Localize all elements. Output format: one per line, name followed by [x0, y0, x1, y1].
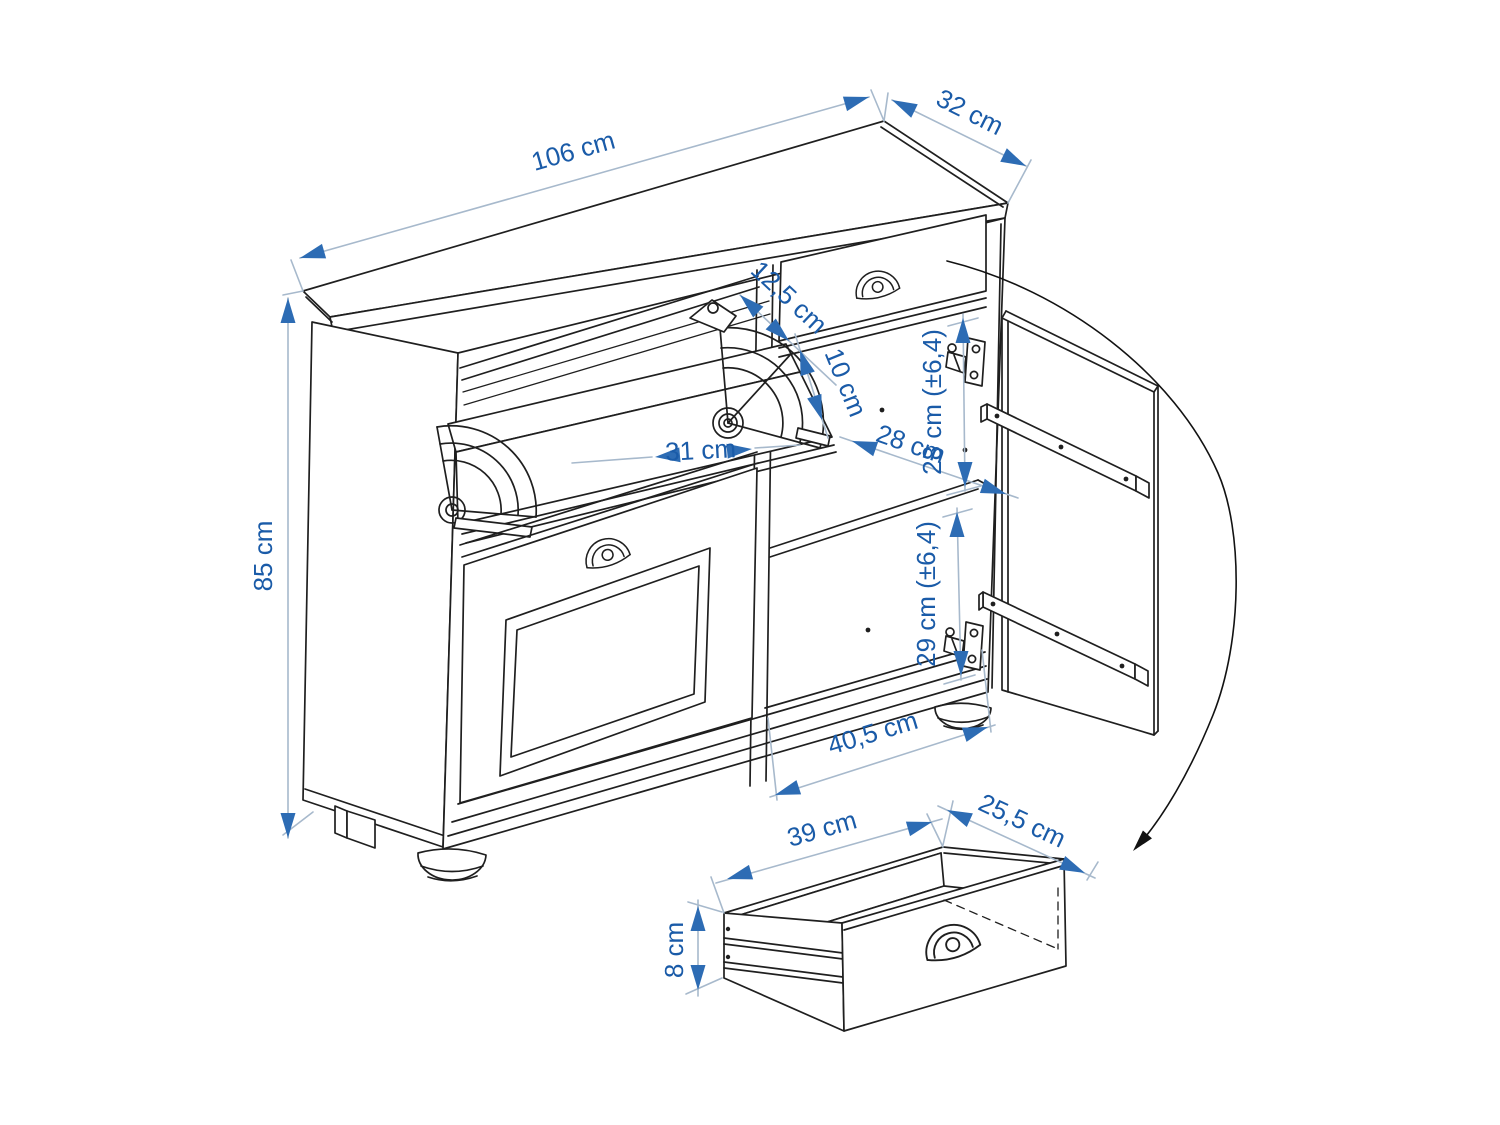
- dim-flap-width: 31 cm: [571, 433, 801, 467]
- flap-closed: [459, 451, 759, 804]
- dim-label-height: 85 cm: [248, 521, 278, 592]
- dim-label-upper-section-height: 28 cm (±6,4): [917, 329, 947, 475]
- back-block-foot: [334, 805, 376, 849]
- interior-shelf: [764, 407, 1001, 709]
- cabinet-base: [334, 702, 992, 882]
- front-left-bun-foot: [417, 848, 487, 882]
- dim-label-drawer-depth: 25,5 cm: [974, 787, 1071, 853]
- shoe-rack-fan-left: [436, 424, 538, 538]
- dim-label-top-depth: 32 cm: [932, 83, 1009, 141]
- door-rail-bottom: [978, 591, 1149, 687]
- front-right-bun-foot: [934, 702, 992, 731]
- dim-label-flap-width: 31 cm: [664, 433, 736, 467]
- dim-label-lower-section-height: 29 cm (±6,4): [911, 521, 941, 667]
- door-rail-top: [980, 403, 1150, 499]
- dim-drawer-depth: 25,5 cm: [937, 787, 1099, 881]
- cabinet-left-side: [302, 321, 459, 848]
- cabinet: [302, 120, 1237, 882]
- detached-drawer: [723, 846, 1067, 1032]
- dim-label-drawer-height: 8 cm: [659, 922, 689, 978]
- shoe-rack-fan-mid: [689, 299, 831, 449]
- tilting-flap-open: [447, 343, 837, 544]
- door-swing-arc: [946, 260, 1237, 851]
- cabinet-top: [302, 120, 1009, 333]
- dim-height: 85 cm: [248, 290, 314, 839]
- dim-label-top-width: 106 cm: [528, 125, 618, 177]
- dim-drawer-height: 8 cm: [659, 899, 723, 997]
- top-drawer-front: [778, 214, 987, 358]
- open-door: [942, 310, 1159, 736]
- dim-lower-section-height: 29 cm (±6,4): [911, 507, 976, 685]
- dim-upper-section-height: 28 cm (±6,4): [917, 313, 982, 496]
